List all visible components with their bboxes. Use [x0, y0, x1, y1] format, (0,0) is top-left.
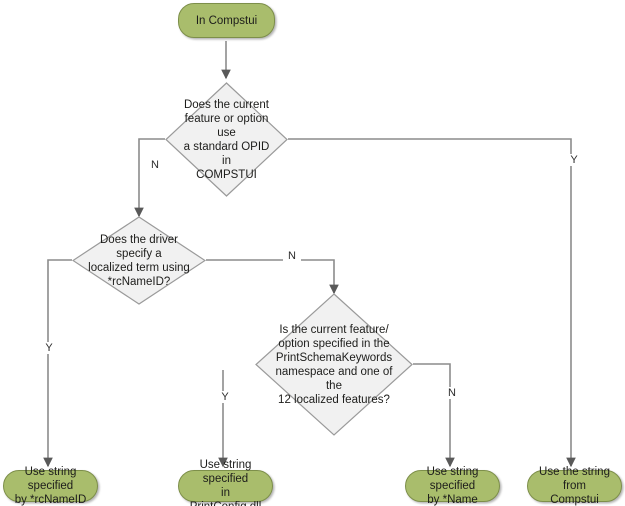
node-result-use-rcnameid-label: Use string specified by *rcNameID	[14, 466, 87, 506]
node-result-use-rcnameid[interactable]: Use string specified by *rcNameID	[3, 466, 98, 506]
diamond-shape	[72, 216, 206, 305]
node-decision-standard-opid[interactable]: Does the current feature or option use a…	[165, 82, 288, 197]
diamond-shape	[165, 82, 288, 197]
node-decision-printschemakeywords-label: Is the current feature/ option specified…	[275, 323, 393, 406]
edge-opid-no-to-rcnameid	[134, 138, 165, 218]
node-start-label: In Compstui	[195, 14, 258, 27]
node-decision-rcnameid-label: Does the driver specify a localized term…	[88, 233, 190, 288]
edge-label-printschema-yes: Y	[216, 391, 234, 403]
edge-label-rcnameid-no: N	[283, 250, 301, 262]
node-result-use-compstui[interactable]: Use the string from Compstui	[527, 466, 622, 506]
node-result-use-name-label: Use string specified by *Name	[426, 466, 479, 506]
edge-opid-yes-to-compstui	[288, 138, 576, 468]
node-result-use-compstui-label: Use the string from Compstui	[539, 466, 610, 506]
diamond-shape	[255, 293, 413, 436]
node-result-use-name[interactable]: Use string specified by *Name	[405, 466, 500, 506]
node-decision-rcnameid[interactable]: Does the driver specify a localized term…	[72, 216, 206, 305]
edge-rcnameid-no-to-printschema	[206, 259, 339, 295]
edge-label-opid-no: N	[146, 159, 164, 171]
edge-printschema-no-to-name	[413, 363, 455, 468]
node-result-use-printconfig[interactable]: Use string specified in PrintConfig.dll	[178, 459, 273, 506]
edge-label-opid-yes: Y	[565, 154, 583, 166]
edge-rcnameid-yes-to-rcnameid-result	[43, 259, 72, 468]
edge-label-printschema-no: N	[443, 387, 461, 399]
node-start-in-compstui[interactable]: In Compstui	[178, 3, 275, 38]
node-result-use-printconfig-label: Use string specified in PrintConfig.dll	[190, 459, 262, 506]
edge-label-rcnameid-yes: Y	[40, 342, 58, 354]
node-decision-standard-opid-label: Does the current feature or option use a…	[183, 98, 270, 181]
node-decision-printschemakeywords[interactable]: Is the current feature/ option specified…	[255, 293, 413, 436]
